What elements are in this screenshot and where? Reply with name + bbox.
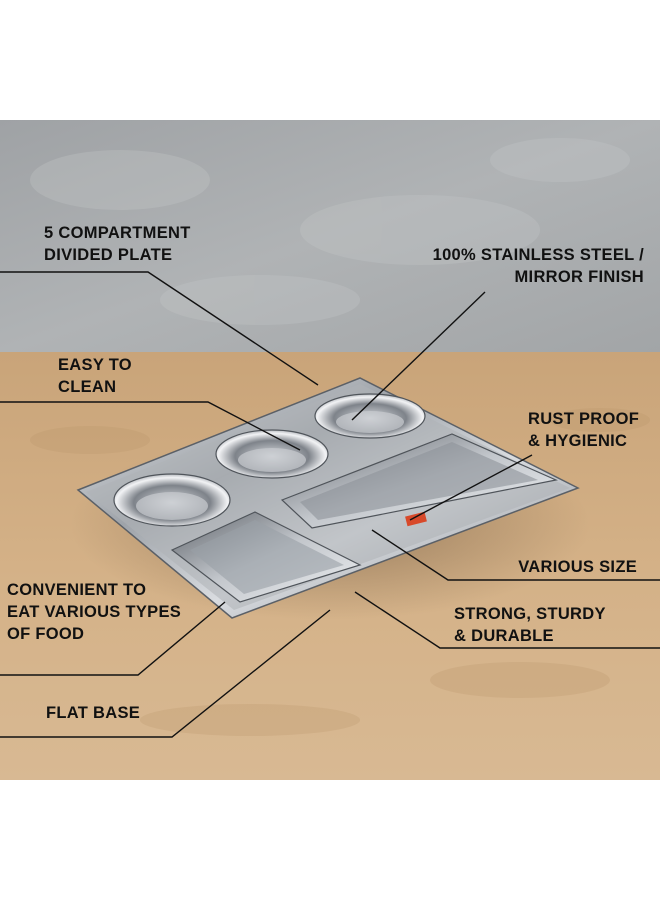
tray-illustration: [0, 120, 660, 780]
callout-strong: STRONG, STURDY & DURABLE: [454, 605, 606, 645]
product-photo: [0, 120, 660, 780]
leader-convenient: [0, 601, 226, 676]
medium-compartment-floor: [190, 520, 344, 594]
callout-base: FLAT BASE: [46, 704, 141, 722]
callout-convenient: CONVENIENT TO EAT VARIOUS TYPES OF FOOD: [7, 581, 182, 643]
concrete-wall: [0, 120, 660, 352]
brand-sticker: [405, 511, 427, 527]
callout-compartment: 5 COMPARTMENT DIVIDED PLATE: [44, 224, 191, 264]
callout-steel: 100% STAINLESS STEEL / MIRROR FINISH: [432, 246, 644, 286]
leader-rust: [409, 454, 533, 521]
callout-rust: RUST PROOF & HYGIENIC: [528, 410, 640, 450]
callout-size: VARIOUS SIZE: [518, 558, 637, 576]
leader-clean: [0, 401, 301, 451]
large-compartment-floor: [300, 442, 538, 520]
wall-texture: [30, 138, 630, 325]
leader-compartment: [0, 271, 319, 386]
callout-lines: [0, 271, 660, 738]
leader-steel: [351, 291, 486, 421]
table-texture: [30, 408, 650, 736]
leader-strong: [354, 591, 660, 649]
callout-clean: EASY TO CLEAN: [58, 356, 132, 396]
leader-size: [371, 529, 660, 581]
leader-base: [0, 609, 331, 738]
